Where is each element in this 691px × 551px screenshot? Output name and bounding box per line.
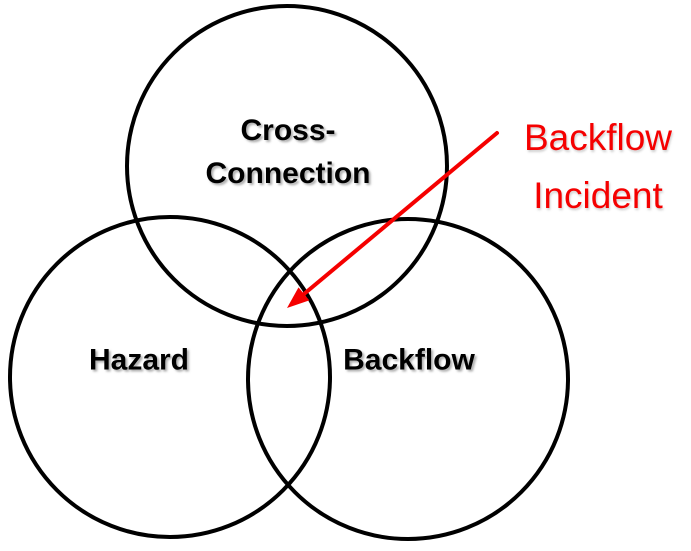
annotation-line2: Incident xyxy=(533,175,663,216)
label-hazard: Hazard xyxy=(89,339,189,382)
circle-backflow xyxy=(246,217,570,541)
label-cross-connection: Cross- Connection xyxy=(206,109,371,195)
label-backflow-text: Backflow xyxy=(343,343,475,377)
circle-cross-connection xyxy=(125,4,449,328)
label-cross-connection-line1: Cross- xyxy=(240,114,336,147)
annotation-arrow-shaft xyxy=(302,131,499,296)
annotation-backflow-incident: Backflow Incident xyxy=(524,109,672,225)
circle-hazard xyxy=(8,215,332,539)
label-hazard-text: Hazard xyxy=(88,343,190,377)
annotation-arrowhead-icon xyxy=(287,287,310,308)
label-backflow: Backflow xyxy=(343,339,475,382)
annotation-line1: Backflow xyxy=(523,117,673,158)
label-cross-connection-line2: Connection xyxy=(205,157,371,190)
